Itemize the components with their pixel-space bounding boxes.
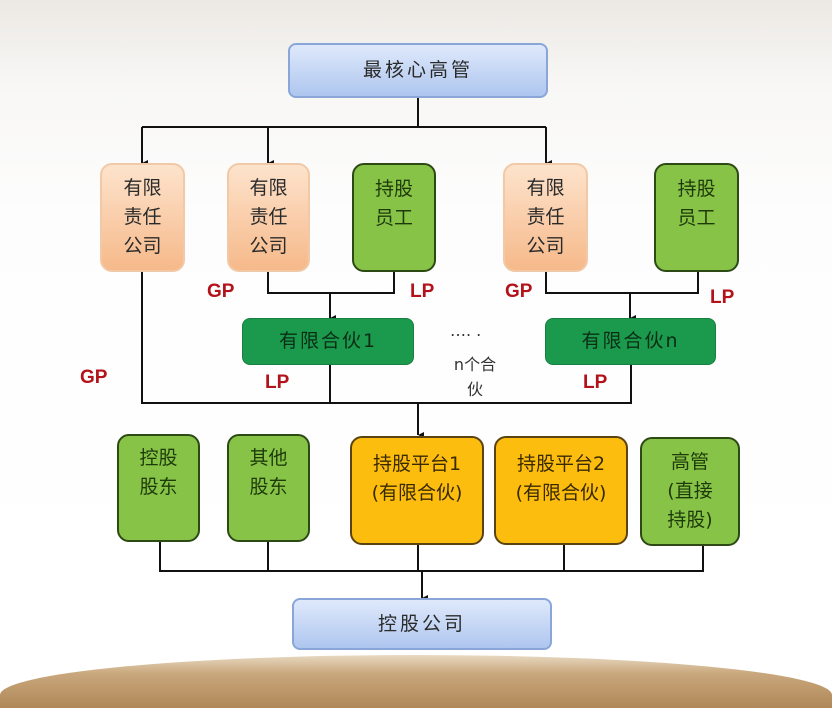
holding-company-box: 控股公司	[292, 598, 552, 650]
employee-box-1: 持股员工	[352, 163, 436, 272]
partnership-n-box: 有限合伙n	[545, 318, 716, 365]
llc-box-2: 有限责任公司	[227, 163, 310, 272]
employee-box-label: 持股员工	[374, 178, 413, 229]
top-management-box: 最核心高管	[288, 43, 548, 98]
employee-box-label: 持股员工	[677, 178, 716, 229]
holding-platform-1-box: 持股平台1(有限合伙)	[350, 436, 484, 545]
lp-label: LP	[583, 372, 608, 393]
llc-box-1: 有限责任公司	[100, 163, 185, 272]
gp-label: GP	[80, 367, 108, 388]
llc-box-3: 有限责任公司	[503, 163, 588, 272]
lp-label: LP	[265, 372, 290, 393]
gp-label: GP	[505, 281, 533, 302]
lp-label: LP	[710, 287, 735, 308]
executives-direct-box: 高管(直接持股)	[640, 437, 740, 546]
partnership-1-box: 有限合伙1	[242, 318, 414, 365]
lp-label: LP	[410, 281, 435, 302]
other-shareholders-box: 其他股东	[227, 434, 310, 542]
holding-platform-2-box: 持股平台2(有限合伙)	[494, 436, 628, 545]
gp-label: GP	[207, 281, 235, 302]
ellipsis: …. .	[450, 321, 482, 340]
employee-box-2: 持股员工	[654, 163, 739, 272]
n-partnerships-note: n个合伙	[453, 355, 497, 399]
controlling-shareholder-box: 控股股东	[117, 434, 200, 542]
